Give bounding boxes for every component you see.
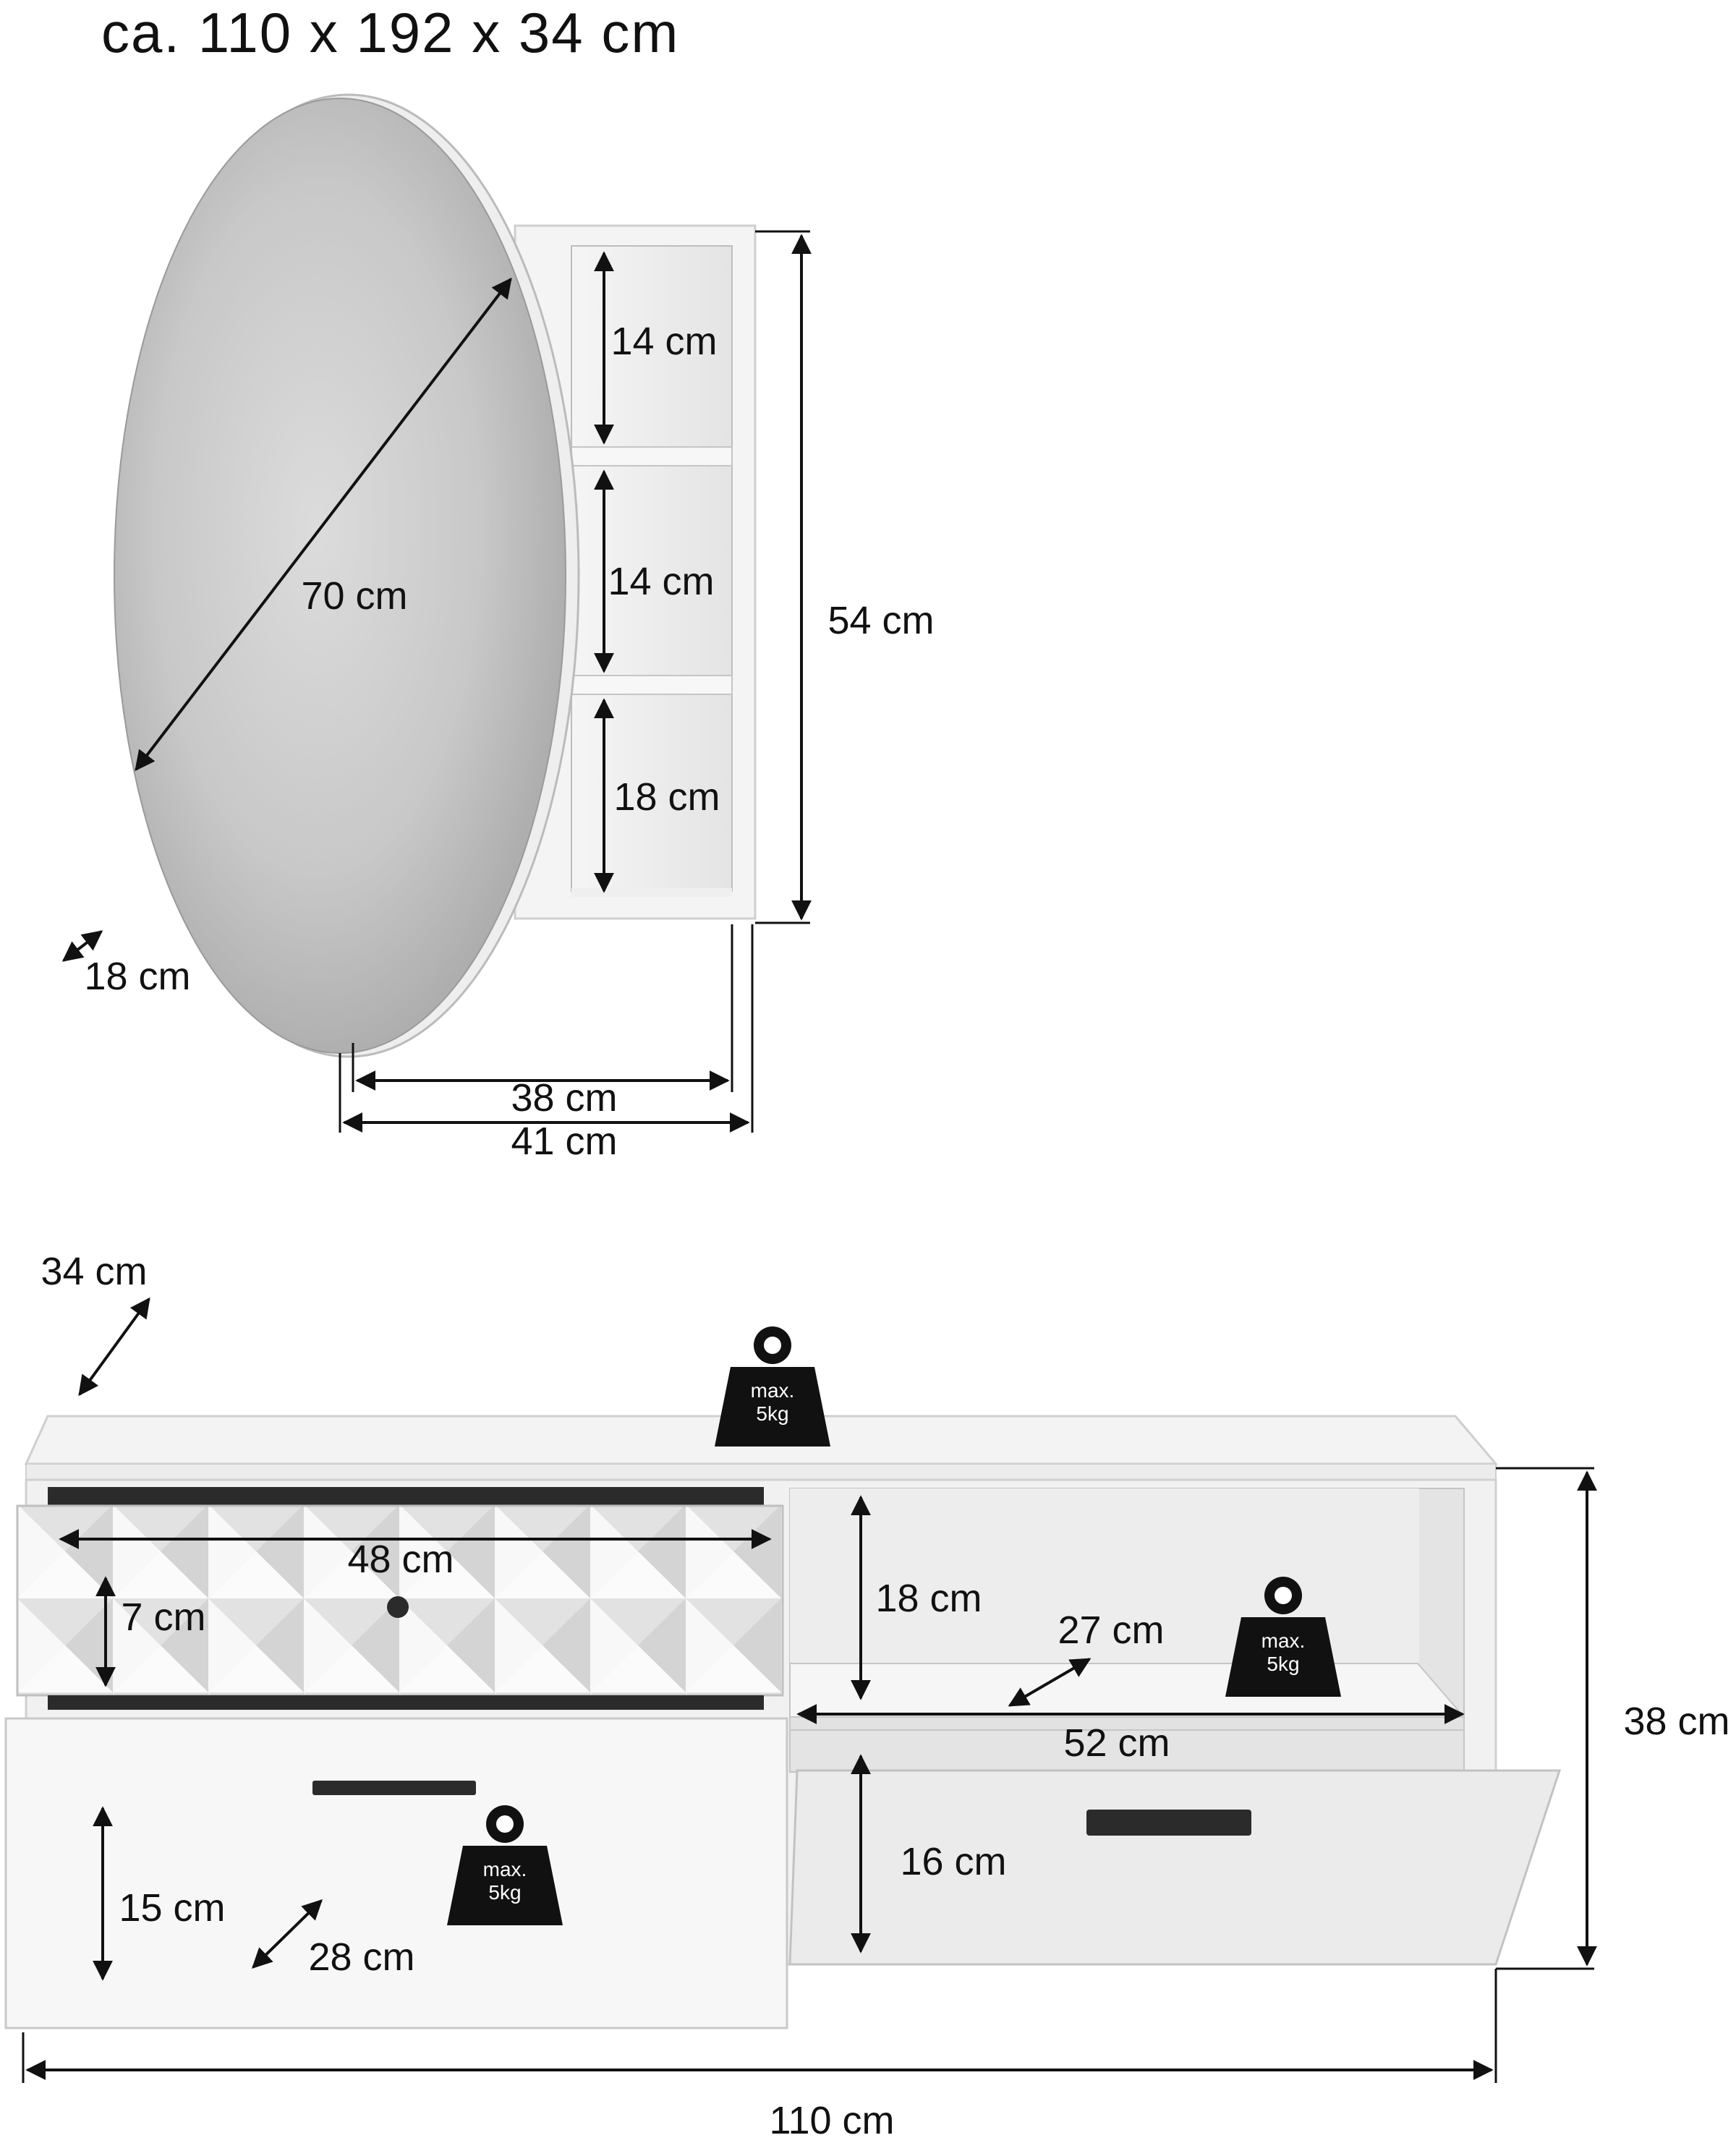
mirror-cabinet: 70 cm 14 cm 14 cm 18 cm 54 cm 18 cm 38 c… [61, 93, 935, 1163]
diameter-dimension-line [135, 277, 512, 772]
height-label: 54 cm [827, 599, 934, 642]
lowboard-depth-label: 34 cm [41, 1250, 147, 1293]
lower-drawer-front [4, 1717, 788, 2029]
open-shelf-height-label: 18 cm [875, 1577, 982, 1620]
shelf-height-2-label: 14 cm [608, 560, 714, 603]
shelf-load-icon: max. 5kg [1225, 1577, 1341, 1697]
shelf-2 [571, 675, 733, 695]
flap-door [788, 1769, 1562, 1966]
lower-drawer-depth-line [251, 1899, 323, 1969]
open-shelf-width-label: 52 cm [1063, 1721, 1170, 1765]
inner-width-label: 38 cm [511, 1076, 617, 1120]
outer-width-label: 41 cm [511, 1120, 617, 1163]
shelf-height-3-label: 18 cm [613, 775, 720, 819]
svg-text:5kg: 5kg [488, 1881, 521, 1904]
shelf-height-1-label: 14 cm [610, 320, 717, 363]
lowboard-front-edge [25, 1463, 1497, 1480]
upper-drawer-knob [387, 1596, 409, 1618]
flap-height-label: 16 cm [900, 1840, 1006, 1883]
shelf-1 [571, 446, 733, 466]
open-shelf [789, 1663, 1466, 1718]
svg-text:5kg: 5kg [756, 1402, 788, 1425]
lowboard: max. 5kg max. 5kg max. 5kg 34 cm 48 cm 7… [4, 1250, 1730, 2142]
depth-dimension-line [61, 930, 103, 962]
page-title: ca. 110 x 192 x 34 cm [101, 1, 680, 64]
drawer-height-label: 7 cm [121, 1595, 205, 1639]
svg-text:5kg: 5kg [1267, 1653, 1299, 1675]
lower-drawer-depth-label: 28 cm [308, 1935, 414, 1979]
depth-label: 18 cm [84, 955, 190, 998]
lower-drawer-handle [312, 1781, 476, 1795]
diameter-label: 70 cm [301, 574, 407, 618]
top-load-icon: max. 5kg [715, 1326, 830, 1447]
svg-text:max.: max. [1261, 1629, 1306, 1652]
lowboard-width-label: 110 cm [769, 2099, 894, 2142]
drawer-width-label: 48 cm [347, 1538, 454, 1581]
open-shelf-depth-line [1008, 1658, 1092, 1707]
drawer-load-icon: max. 5kg [447, 1805, 563, 1925]
upper-drawer-box-top [48, 1487, 764, 1506]
lower-drawer-height-label: 15 cm [119, 1886, 225, 1930]
upper-drawer-box-bottom [48, 1695, 764, 1710]
flap-handle [1086, 1810, 1251, 1836]
svg-text:max.: max. [751, 1379, 795, 1402]
lowboard-depth-line [78, 1297, 150, 1397]
cabinet-bottom [571, 888, 732, 897]
lowboard-height-label: 38 cm [1623, 1700, 1729, 1743]
open-shelf-depth-label: 27 cm [1058, 1609, 1164, 1652]
svg-text:max.: max. [483, 1858, 527, 1880]
